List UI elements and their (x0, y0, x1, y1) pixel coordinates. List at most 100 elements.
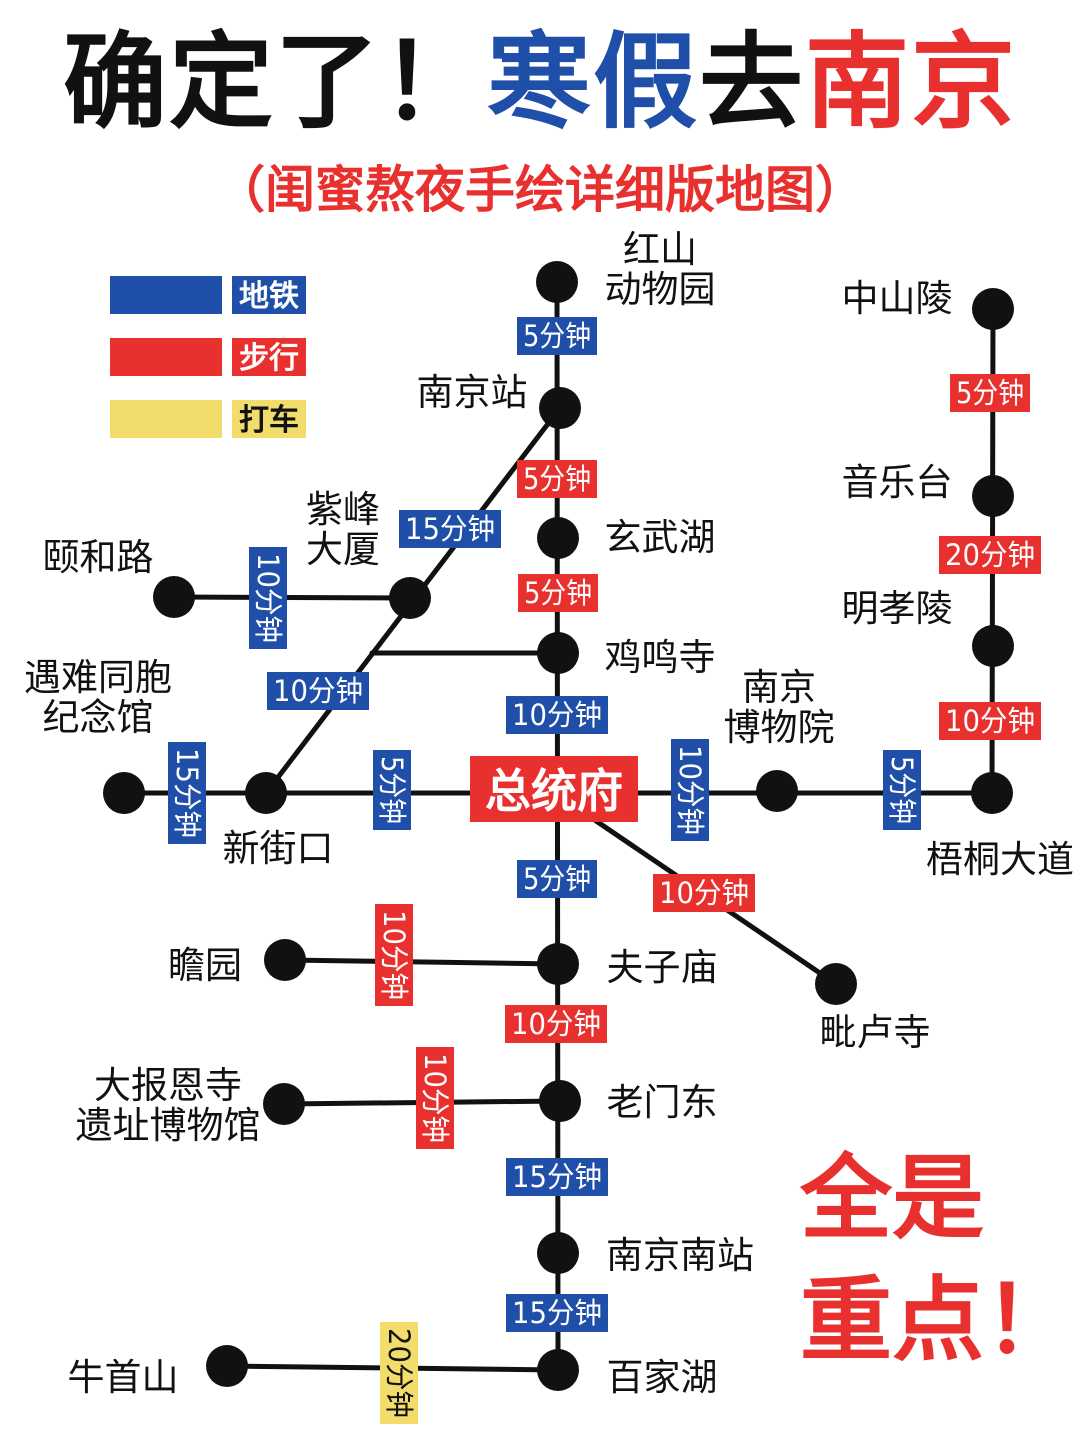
time-badge-bg (517, 460, 597, 498)
time-badge-bg (416, 1047, 454, 1149)
station-dot-mingxiaoling (972, 625, 1014, 667)
time-badge-label: 20分钟 (382, 1328, 416, 1418)
station-dot-yinyuetai (972, 475, 1014, 517)
slogan-line-1: 全是 (800, 1145, 985, 1252)
time-badge: 5分钟 (950, 374, 1030, 412)
station-dot-xuanwuhu (537, 517, 579, 559)
station-dot-laomendong (539, 1080, 581, 1122)
yihelu-zifeng-line (171, 594, 413, 601)
time-badge-label: 10分钟 (511, 1007, 601, 1041)
time-badge: 15分钟 (399, 510, 501, 548)
time-badge-bg (883, 750, 921, 830)
station-label-nanjingbowuyuan: 南京 (742, 666, 816, 709)
slogan-line-2: 重点！ (800, 1267, 1077, 1374)
time-badge-label: 15分钟 (170, 748, 204, 838)
time-badge-bg (399, 510, 501, 548)
time-badge-label: 5分钟 (956, 376, 1024, 410)
time-badge: 5分钟 (883, 750, 921, 830)
time-badge: 5分钟 (373, 750, 411, 830)
station-label-zifeng: 大厦 (306, 528, 380, 571)
time-badge-bg (517, 317, 597, 355)
station-label-yinyuetai: 音乐台 (842, 461, 953, 504)
time-badge-label: 10分钟 (273, 674, 363, 708)
station-label-dabaoensi: 大报恩寺 (94, 1064, 242, 1107)
legend-swatch-subway (110, 276, 222, 314)
time-badge-bg (380, 1322, 418, 1424)
time-badge-label: 10分钟 (673, 745, 707, 835)
time-badge: 5分钟 (518, 574, 598, 612)
time-badge: 10分钟 (939, 702, 1041, 740)
time-badge: 10分钟 (653, 874, 755, 912)
time-badge-bg (375, 904, 413, 1006)
title-part-3: 去 (699, 21, 806, 143)
time-badge: 5分钟 (517, 317, 597, 355)
station-dot-baijiahu (537, 1349, 579, 1391)
time-badge-label: 10分钟 (418, 1053, 452, 1143)
time-badge-bg (506, 1158, 608, 1196)
station-dot-zifeng (389, 577, 431, 619)
time-badge-label: 15分钟 (512, 1160, 602, 1194)
time-badge-label: 5分钟 (885, 756, 919, 824)
station-label-yunan: 纪念馆 (43, 696, 154, 739)
station-label-wutongdadao: 梧桐大道 (926, 838, 1074, 881)
center-station-label: 总统府 (485, 764, 623, 818)
page-subtitle: （闺蜜熬夜手绘详细版地图） (215, 161, 865, 219)
station-label-niushoushan: 牛首山 (68, 1356, 179, 1399)
station-label-fuzimiao: 夫子庙 (607, 946, 718, 989)
station-label-dabaoensi: 遗址博物馆 (76, 1104, 261, 1147)
time-badge-bg (939, 536, 1041, 574)
station-dot-zhongshanling (972, 288, 1014, 330)
legend-label-bg-subway (232, 276, 306, 314)
time-badge: 10分钟 (249, 547, 287, 649)
station-label-nanjingbowuyuan: 博物院 (724, 706, 835, 749)
center-station-bg (470, 756, 638, 822)
time-badge: 20分钟 (939, 536, 1041, 574)
time-badge-bg (653, 874, 755, 912)
time-badge-label: 10分钟 (251, 553, 285, 643)
legend-label-subway: 地铁 (239, 279, 299, 314)
legend-swatch-walk (110, 338, 222, 376)
time-badge: 5分钟 (517, 460, 597, 498)
legend-label-taxi: 打车 (239, 403, 299, 438)
time-badge: 10分钟 (505, 1005, 607, 1043)
time-badge-bg (939, 702, 1041, 740)
station-label-xinjiekou: 新街口 (223, 827, 334, 870)
time-badge-bg (518, 574, 598, 612)
title-part-2: 寒假 (486, 21, 699, 143)
time-badge-label: 5分钟 (524, 576, 592, 610)
station-dot-zhanyuan (264, 939, 306, 981)
station-dot-jimingsi (537, 632, 579, 674)
legend-label-walk: 步行 (239, 341, 299, 376)
time-badge-label: 5分钟 (375, 756, 409, 824)
time-badge-bg (506, 696, 608, 734)
station-label-zifeng: 紫峰 (306, 488, 380, 531)
legend-label-bg-walk (232, 338, 306, 376)
station-dot-nanjingzhan (539, 387, 581, 429)
station-label-zhongshanling: 中山陵 (842, 277, 953, 320)
time-badge: 10分钟 (671, 739, 709, 841)
main-north-south-line (554, 279, 561, 1373)
time-badge-label: 10分钟 (377, 910, 411, 1000)
zhanyuan-line (282, 957, 561, 967)
station-label-nanjingzhan: 南京站 (417, 371, 528, 414)
time-badge-label: 5分钟 (523, 862, 591, 896)
time-badge-label: 10分钟 (659, 876, 749, 910)
time-badge-label: 20分钟 (945, 538, 1035, 572)
time-badge-bg (168, 742, 206, 844)
station-dot-wutongdadao (971, 772, 1013, 814)
time-badge-label: 10分钟 (512, 698, 602, 732)
station-dot-nanjingbowuyuan (756, 770, 798, 812)
station-label-laomendong: 老门东 (607, 1081, 718, 1124)
time-badge-bg (373, 750, 411, 830)
title-part-4: 南京 (805, 21, 1018, 143)
legend-label-bg-taxi (232, 400, 306, 438)
slogan: 全是 重点！ (800, 1138, 1077, 1382)
station-dot-nanjingnanzhan (537, 1232, 579, 1274)
time-badge: 10分钟 (267, 672, 369, 710)
time-badge-bg (249, 547, 287, 649)
time-badge: 10分钟 (416, 1047, 454, 1149)
station-label-xuanwuhu: 玄武湖 (605, 516, 716, 559)
station-dot-piluSi (815, 963, 857, 1005)
station-dots (103, 261, 1014, 1391)
